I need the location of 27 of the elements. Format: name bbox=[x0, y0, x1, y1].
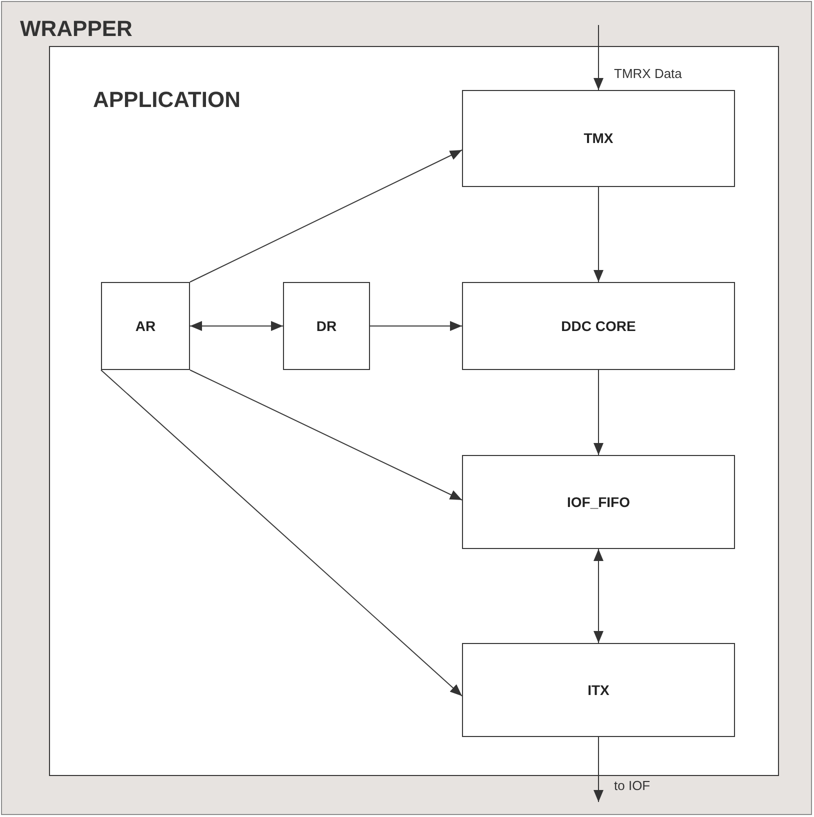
arrow bbox=[190, 321, 284, 331]
arrow bbox=[594, 548, 604, 644]
box-label: DDC CORE bbox=[561, 316, 636, 336]
box-label: AR bbox=[135, 316, 156, 336]
process-box bbox=[462, 455, 735, 549]
edge-label: TMRX Data bbox=[614, 66, 682, 81]
process-box bbox=[462, 643, 735, 737]
edge-label: to IOF bbox=[614, 778, 650, 793]
arrow bbox=[594, 370, 604, 456]
arrow bbox=[594, 24, 604, 90]
box-label: IOF_FIFO bbox=[567, 492, 630, 512]
container-title: APPLICATION bbox=[93, 87, 240, 113]
container-box bbox=[49, 46, 779, 776]
process-box bbox=[283, 282, 370, 370]
arrow bbox=[594, 186, 604, 282]
arrow bbox=[190, 370, 462, 500]
arrow bbox=[370, 321, 462, 331]
process-box bbox=[462, 90, 735, 187]
arrow bbox=[100, 370, 462, 696]
process-box bbox=[462, 282, 735, 370]
arrow bbox=[594, 736, 604, 802]
box-label: TMX bbox=[584, 129, 614, 148]
process-box bbox=[101, 282, 190, 370]
box-label: DR bbox=[316, 316, 337, 336]
arrow bbox=[190, 150, 462, 282]
container-title: WRAPPER bbox=[20, 16, 132, 42]
box-label: ITX bbox=[588, 680, 610, 700]
